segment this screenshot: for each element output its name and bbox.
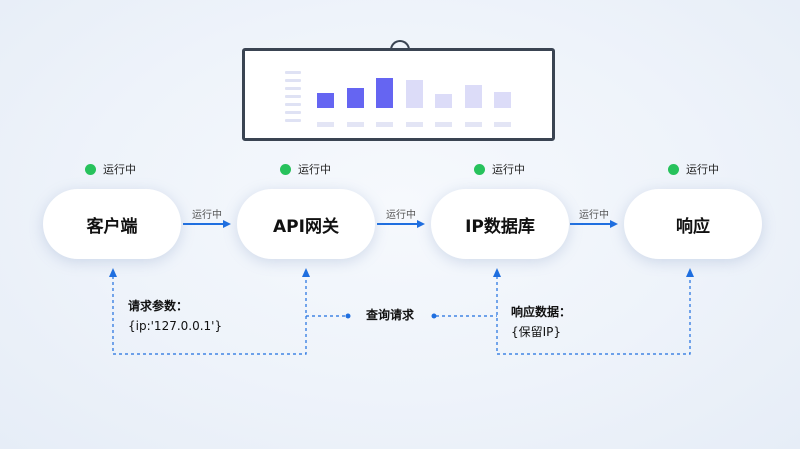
bar-base <box>494 122 511 127</box>
bar <box>346 88 364 108</box>
bar-base <box>435 122 452 127</box>
bar <box>435 94 452 108</box>
edge-label-2: 运行中 <box>386 210 416 221</box>
bar-base <box>317 122 334 127</box>
response-data-value: {保留IP} <box>511 325 562 339</box>
status-database: 运行中 <box>474 161 525 177</box>
request-params-value: {ip:'127.0.0.1'} <box>128 319 223 333</box>
dashed-loop-left <box>112 270 307 355</box>
request-params-title: 请求参数： <box>128 299 189 313</box>
bar-base <box>346 122 364 127</box>
status-label: 运行中 <box>492 163 525 176</box>
legend-line <box>285 111 301 114</box>
board-hanger <box>390 40 410 50</box>
status-gateway: 运行中 <box>280 161 331 177</box>
status-dot-icon <box>85 163 96 175</box>
node-client-label: 客户端 <box>86 216 138 237</box>
legend-line <box>285 95 301 98</box>
node-gateway-label: API网关 <box>273 216 339 237</box>
node-response-label: 响应 <box>676 216 710 237</box>
arrowhead-database <box>493 268 501 277</box>
node-database[interactable]: IP数据库 <box>431 189 569 259</box>
bar-base <box>405 122 423 127</box>
arrowhead-response <box>686 268 694 277</box>
chart-board <box>242 48 555 141</box>
node-response[interactable]: 响应 <box>624 189 762 259</box>
status-label: 运行中 <box>298 163 331 176</box>
query-dot-left <box>345 313 351 319</box>
status-label: 运行中 <box>686 163 719 176</box>
request-params-note: 请求参数： {ip:'127.0.0.1'} <box>128 296 222 336</box>
status-dot-icon <box>668 163 679 175</box>
legend-line <box>285 79 301 82</box>
bar <box>376 78 393 108</box>
bar <box>317 93 334 108</box>
edge-label-1: 运行中 <box>192 210 222 221</box>
arrowhead-client <box>109 268 117 277</box>
query-request-label: 查询请求 <box>366 308 415 322</box>
status-client: 运行中 <box>85 161 136 177</box>
status-dot-icon <box>280 163 291 175</box>
query-dot-right <box>431 313 437 319</box>
response-data-note: 响应数据： {保留IP} <box>511 302 571 342</box>
dashed-loop-right <box>496 270 691 355</box>
status-dot-icon <box>474 163 485 175</box>
bar-base <box>464 122 482 127</box>
bar <box>464 85 482 108</box>
legend-line <box>285 103 301 106</box>
response-data-title: 响应数据： <box>511 305 572 319</box>
bar <box>405 80 423 108</box>
bar <box>494 92 511 108</box>
node-gateway[interactable]: API网关 <box>237 189 375 259</box>
legend-line <box>285 119 301 122</box>
bar-base <box>376 122 393 127</box>
status-response: 运行中 <box>668 161 719 177</box>
node-database-label: IP数据库 <box>465 216 535 237</box>
legend-line <box>285 71 301 74</box>
node-client[interactable]: 客户端 <box>43 189 181 259</box>
legend-line <box>285 87 301 90</box>
arrowhead-gateway <box>302 268 310 277</box>
edge-label-3: 运行中 <box>579 210 609 221</box>
status-label: 运行中 <box>103 163 136 176</box>
